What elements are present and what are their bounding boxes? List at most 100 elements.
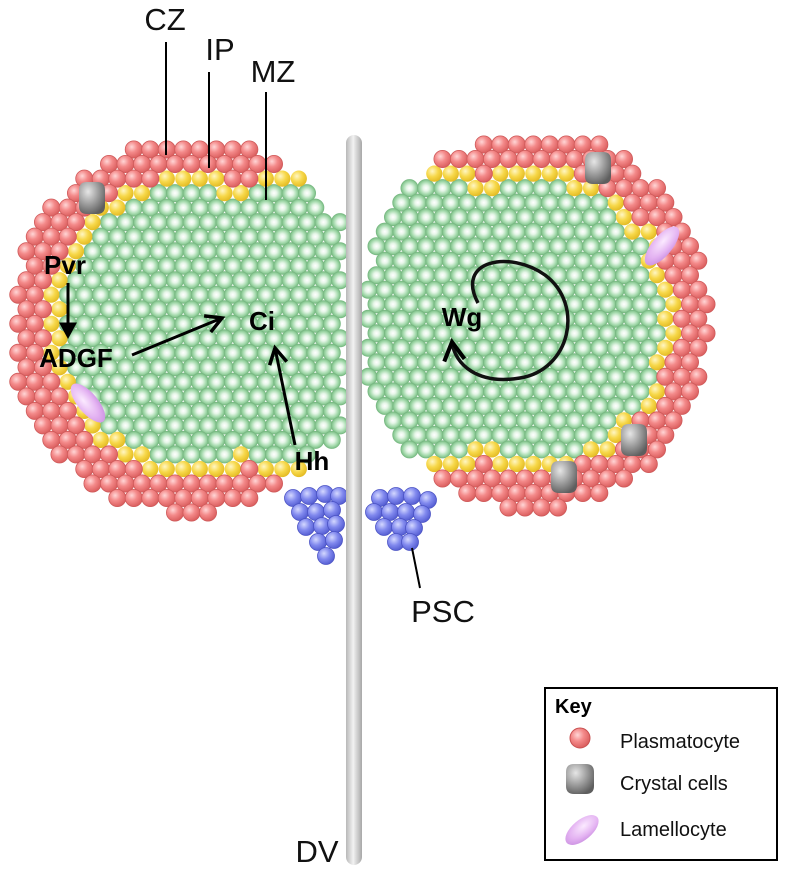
ci-label: Ci — [249, 306, 275, 336]
plasmatocyte-cell — [42, 256, 61, 275]
key-item-plasmatocyte: Plasmatocyte — [620, 731, 740, 753]
intermediate-cell — [76, 228, 93, 245]
plasmatocyte-cell — [34, 271, 53, 290]
plasmatocyte-cell — [25, 343, 44, 362]
plasmatocyte-cell — [681, 266, 700, 285]
key-legend: Key Plasmatocyte Crystal cells Lamellocy… — [544, 687, 778, 861]
intermediate-cell — [665, 296, 682, 313]
intermediate-cell — [142, 460, 159, 478]
plasmatocyte-cell — [689, 251, 708, 270]
intermediate-cell — [232, 446, 250, 463]
plasmatocyte-cell — [516, 149, 535, 168]
plasmatocyte-icon — [569, 727, 591, 749]
intermediate-cell — [175, 170, 192, 187]
lamellocyte-cell — [644, 226, 680, 266]
intermediate-cell — [191, 170, 208, 187]
lamellocyte-cell — [70, 383, 106, 423]
intermediate-cell — [43, 344, 60, 361]
plasmatocyte-cell — [50, 387, 69, 406]
psc-cell — [387, 487, 405, 505]
plasmatocyte-cell — [681, 237, 700, 256]
intermediate-cell — [582, 180, 600, 197]
hh-label: Hh — [295, 446, 330, 476]
plasmatocyte-cell — [689, 338, 708, 357]
medullary-cell — [322, 401, 341, 420]
plasmatocyte-cell — [549, 149, 568, 168]
intermediate-cell — [665, 325, 682, 342]
intermediate-cell — [492, 455, 509, 473]
left-lobe — [9, 140, 349, 522]
plasmatocyte-cell — [697, 324, 716, 343]
plasmatocyte-cell — [449, 149, 468, 168]
intermediate-cell — [525, 455, 542, 473]
plasmatocyte-cell — [631, 208, 650, 227]
plasmatocyte-cell — [672, 396, 691, 415]
plasmatocyte-cell — [240, 169, 259, 188]
plasmatocyte-cell — [532, 149, 551, 168]
wg-loop-arrow — [452, 259, 570, 382]
intermediate-cell — [624, 223, 641, 240]
ip-label: IP — [205, 32, 234, 67]
intermediate-cell — [290, 170, 307, 187]
medullary-cell — [198, 445, 217, 464]
plasmatocyte-cell — [623, 164, 642, 183]
plasmatocyte-cell — [50, 445, 69, 464]
psc-cell — [291, 503, 309, 521]
medullary-cell — [433, 440, 452, 459]
intermediate-cell — [657, 281, 674, 298]
intermediate-cell — [117, 446, 134, 463]
intermediate-cell — [117, 185, 134, 202]
medullary-cell — [322, 256, 341, 275]
medullary-cell — [322, 372, 341, 391]
intermediate-cell — [175, 460, 192, 478]
adgf-to-ci-arrow — [131, 318, 222, 357]
psc-label: PSC — [411, 594, 475, 629]
crystal-cell-icon — [566, 764, 594, 794]
intermediate-cell — [541, 165, 558, 182]
psc-cell — [375, 518, 393, 536]
medullary-cell — [499, 440, 518, 459]
intermediate-cell — [43, 286, 60, 303]
intermediate-cell — [290, 460, 307, 478]
plasmatocyte-cell — [664, 208, 683, 227]
medullary-cell — [516, 440, 535, 459]
intermediate-cell — [232, 185, 250, 202]
plasmatocyte-cell — [615, 469, 634, 488]
intermediate-cell — [67, 243, 85, 260]
psc-cell — [297, 518, 315, 536]
plasmatocyte-cell — [34, 358, 53, 377]
plasmatocyte-cell — [58, 227, 77, 246]
intermediate-cell — [208, 170, 225, 187]
plasmatocyte-cell — [264, 154, 283, 173]
intermediate-cell — [109, 199, 126, 216]
plasmatocyte-cell — [67, 416, 86, 435]
intermediate-cell — [274, 460, 291, 478]
plasmatocyte-cell — [689, 309, 708, 328]
intermediate-cell — [599, 441, 616, 458]
plasmatocyte-cell — [240, 459, 259, 478]
plasmatocyte-cell — [656, 193, 675, 212]
intermediate-cell — [459, 165, 476, 182]
psc-cell — [403, 487, 421, 505]
crystal-cell — [79, 182, 105, 214]
plasmatocyte-cell — [50, 242, 69, 261]
plasmatocyte-cell — [198, 503, 217, 522]
plasmatocyte-cell — [75, 430, 94, 449]
plasmatocyte-cell — [100, 445, 119, 464]
plasmatocyte-cell — [108, 488, 127, 507]
psc-cell — [325, 531, 343, 549]
plasmatocyte-cell — [42, 372, 61, 391]
psc-cell — [381, 503, 399, 521]
plasmatocyte-cell — [165, 503, 184, 522]
psc-cell — [365, 503, 383, 521]
medullary-cell — [322, 314, 341, 333]
intermediate-cell — [109, 431, 126, 448]
intermediate-cell — [640, 397, 657, 414]
plasmatocyte-cell — [681, 353, 700, 372]
plasmatocyte-cell — [240, 140, 259, 159]
plasmatocyte-cell — [264, 474, 283, 493]
key-title: Key — [555, 696, 593, 718]
medullary-cell — [149, 445, 168, 464]
mz-label: MZ — [251, 54, 296, 89]
